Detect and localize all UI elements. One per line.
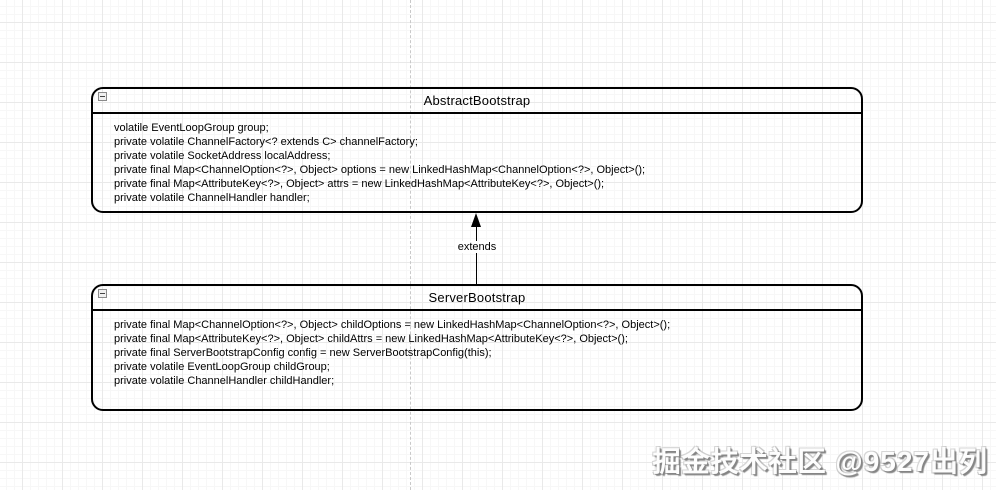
field-line: private volatile ChannelHandler childHan… [114,375,335,387]
collapse-minus-icon[interactable] [98,289,107,298]
field-line: private volatile ChannelHandler handler; [114,192,310,204]
class-header: ServerBootstrap [93,286,861,311]
class-title: ServerBootstrap [428,290,526,305]
page-boundary-line [410,0,411,490]
class-header: AbstractBootstrap [93,89,861,114]
minus-glyph [100,96,105,97]
arrow-up-icon [471,213,481,227]
field-line: volatile EventLoopGroup group; [114,122,269,134]
minus-glyph [100,293,105,294]
class-title: AbstractBootstrap [423,93,531,108]
class-fields-section: private final Map<ChannelOption<?>, Obje… [93,311,861,388]
field-line: private volatile ChannelFactory<? extend… [114,136,418,148]
field-line: private volatile SocketAddress localAddr… [114,150,331,162]
watermark-text: 掘金技术社区 @9527出列 [652,446,988,477]
class-shape-abstractbootstrap[interactable]: AbstractBootstrap volatile EventLoopGrou… [91,87,863,213]
field-line: private volatile EventLoopGroup childGro… [114,361,330,373]
collapse-minus-icon[interactable] [98,92,107,101]
class-shape-serverbootstrap[interactable]: ServerBootstrap private final Map<Channe… [91,284,863,411]
field-line: private final Map<ChannelOption<?>, Obje… [114,164,646,176]
field-line: private final Map<AttributeKey<?>, Objec… [114,333,628,345]
extends-edge-line[interactable] [476,222,477,284]
class-fields-section: volatile EventLoopGroup group; private v… [93,114,861,205]
extends-edge-label[interactable]: extends [454,241,500,253]
field-line: private final ServerBootstrapConfig conf… [114,347,492,359]
field-line: private final Map<AttributeKey<?>, Objec… [114,178,605,190]
field-line: private final Map<ChannelOption<?>, Obje… [114,319,671,331]
